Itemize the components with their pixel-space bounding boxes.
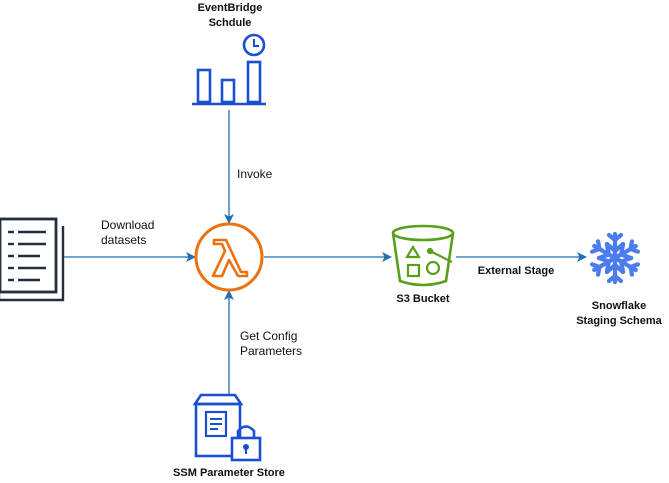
snowflake-label-line1: Snowflake (591, 300, 647, 312)
get-config-label: Get Config Parameters (240, 329, 302, 359)
eventbridge-label-line2: Schdule (208, 17, 252, 29)
eventbridge-label: EventBridge Schdule (180, 1, 280, 31)
snowflake-label: Snowflake Staging Schema (570, 299, 668, 329)
config-label-line1: Get Config (240, 329, 298, 343)
external-stage-label: External Stage (477, 265, 555, 277)
eventbridge-scheduler-icon (192, 33, 266, 106)
download-label-line2: datasets (101, 233, 147, 247)
snowflake-icon (590, 231, 640, 282)
config-label-line2: Parameters (240, 344, 303, 358)
lambda-icon (194, 222, 264, 292)
document-list-icon (0, 217, 65, 302)
download-label-line1: Download (101, 218, 155, 232)
ssm-label: SSM Parameter Store (173, 467, 285, 479)
eventbridge-label-line1: EventBridge (197, 2, 263, 14)
snowflake-label-line2: Staging Schema (576, 315, 662, 327)
s3-bucket-label: S3 Bucket (396, 293, 450, 305)
s3-bucket-icon (391, 224, 455, 287)
ssm-parameter-store-icon (192, 393, 262, 462)
invoke-label: Invoke (237, 167, 273, 181)
download-datasets-label: Download datasets (101, 218, 154, 248)
